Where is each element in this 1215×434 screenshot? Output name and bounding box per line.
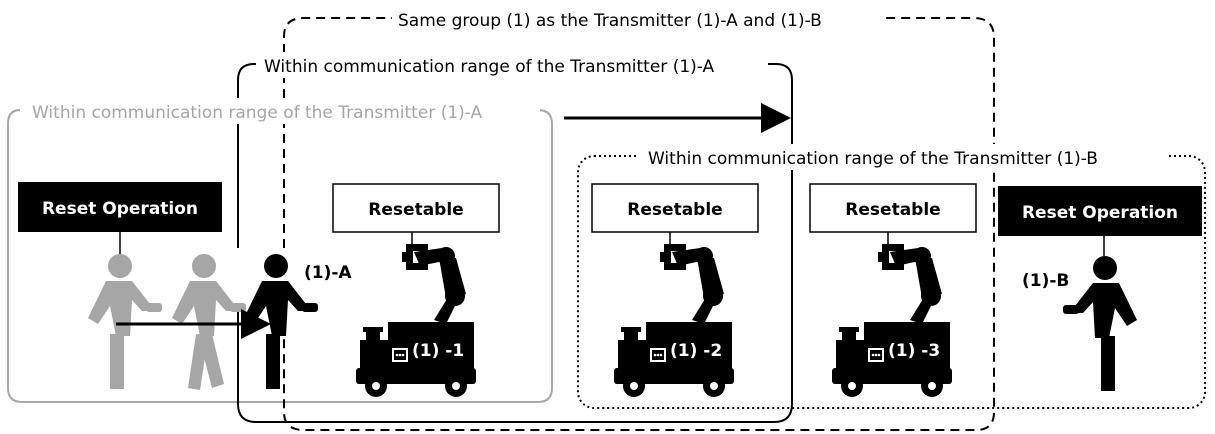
reset-operation-label-b: Reset Operation [1022,203,1178,223]
robot-3-icon [832,244,952,397]
robot-2-icon [614,244,734,397]
reset-operation-box-b: Reset Operation [998,186,1202,236]
transmitter-b-tag: (1)-B [1022,271,1069,291]
resetable-box-3: Resetable [809,183,977,233]
transmitter-a-tag: (1)-A [304,263,352,283]
range-a-previous-label: Within communication range of the Transm… [32,103,483,123]
operator-previous-position-icon [88,254,162,389]
range-a-previous-frame [7,109,553,403]
resetable-label-3: Resetable [845,200,940,220]
transmitter-b-operator-icon [1063,256,1137,391]
resetable-box-2: Resetable [591,183,759,233]
resetable-label-2: Resetable [627,200,722,220]
operator-walking-icon [172,254,246,390]
robot-1-icon [356,244,476,397]
same-group-frame [283,17,995,431]
same-group-label: Same group (1) as the Transmitter (1)-A … [398,11,822,31]
reset-operation-box-a: Reset Operation [18,182,222,232]
robot-1-label: (1) -1 [412,341,464,361]
range-b-label: Within communication range of the Transm… [648,149,1098,169]
range-a-label: Within communication range of the Transm… [264,57,715,77]
reset-operation-label-a: Reset Operation [42,199,198,219]
robot-3-label: (1) -3 [888,341,940,361]
resetable-label-1: Resetable [368,200,463,220]
resetable-box-1: Resetable [332,183,500,233]
range-a-frame [237,63,793,423]
robot-2-label: (1) -2 [670,341,722,361]
